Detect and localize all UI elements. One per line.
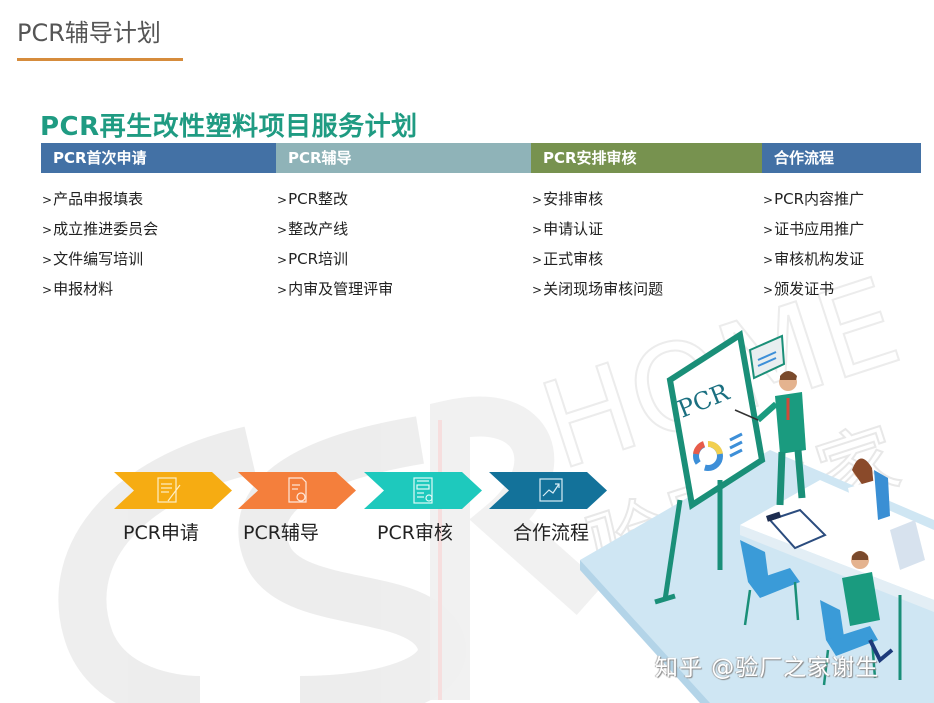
- chevron-right-icon: >: [277, 223, 288, 237]
- title-underline: [17, 58, 183, 61]
- process-step-cooperation: [489, 472, 607, 509]
- column-first-application: >产品申报填表 >成立推进委员会 >文件编写培训 >申报材料: [42, 186, 158, 306]
- chevron-right-icon: >: [763, 283, 774, 297]
- list-item: >申请认证: [532, 220, 604, 238]
- step-label-audit: PCR审核: [377, 522, 453, 544]
- chevron-right-icon: >: [277, 253, 288, 267]
- chevron-right-icon: >: [532, 283, 543, 297]
- page-title: PCR辅导计划: [17, 19, 161, 47]
- step-label-cooperation: 合作流程: [513, 522, 590, 544]
- chevron-right-icon: >: [277, 193, 288, 207]
- column-header-cooperation: 合作流程: [762, 143, 921, 173]
- process-step-coaching: [238, 472, 356, 509]
- list-item: >关闭现场审核问题: [532, 280, 664, 298]
- column-header-audit: PCR安排审核: [531, 143, 762, 173]
- list-item: >PCR内容推广: [763, 190, 865, 208]
- list-item: >产品申报填表: [42, 190, 144, 208]
- chevron-right-icon: >: [763, 223, 774, 237]
- chevron-right-icon: >: [42, 223, 53, 237]
- column-cooperation: >PCR内容推广 >证书应用推广 >审核机构发证 >颁发证书: [763, 186, 864, 306]
- list-item: >审核机构发证: [763, 250, 865, 268]
- step-label-coaching: PCR辅导: [243, 522, 319, 544]
- chevron-right-icon: >: [42, 193, 53, 207]
- seated-man-figure: [842, 551, 880, 626]
- chevron-right-icon: >: [763, 193, 774, 207]
- chevron-right-icon: >: [42, 253, 53, 267]
- list-item: >颁发证书: [763, 280, 835, 298]
- woman-figure: [848, 458, 890, 524]
- pcr-presentation-board: PCR: [654, 330, 766, 605]
- chevron-right-icon: >: [532, 193, 543, 207]
- presenter-figure: [734, 371, 806, 506]
- process-step-audit: [364, 472, 482, 509]
- chevron-right-icon: >: [532, 253, 543, 267]
- chair: [740, 540, 800, 626]
- list-item: >正式审核: [532, 250, 604, 268]
- list-item: >整改产线: [277, 220, 349, 238]
- meeting-illustration: PCR: [580, 330, 934, 703]
- list-item: >PCR培训: [277, 250, 349, 268]
- list-item: >PCR整改: [277, 190, 349, 208]
- list-item: >安排审核: [532, 190, 604, 208]
- main-heading: PCR再生改性塑料项目服务计划: [40, 112, 418, 142]
- author-credit: 知乎 @验厂之家谢生: [655, 655, 880, 681]
- column-header-coaching: PCR辅导: [276, 143, 531, 173]
- chevron-right-icon: >: [763, 253, 774, 267]
- step-label-application: PCR申请: [123, 522, 199, 544]
- list-item: >文件编写培训: [42, 250, 144, 268]
- chair: [820, 600, 878, 686]
- growth-chart-icon: [539, 478, 563, 502]
- list-item: >内审及管理评审: [277, 280, 394, 298]
- column-coaching: >PCR整改 >整改产线 >PCR培训 >内审及管理评审: [277, 186, 393, 306]
- process-step-application: [114, 472, 232, 509]
- certificate-document-icon: [288, 477, 307, 503]
- chevron-right-icon: >: [532, 223, 543, 237]
- list-item: >成立推进委员会: [42, 220, 159, 238]
- document-edit-icon: [157, 477, 181, 503]
- column-header-first-application: PCR首次申请: [41, 143, 276, 173]
- list-item: >申报材料: [42, 280, 114, 298]
- chevron-right-icon: >: [277, 283, 288, 297]
- chevron-right-icon: >: [42, 283, 53, 297]
- list-item: >证书应用推广: [763, 220, 865, 238]
- audit-checklist-icon: [413, 477, 433, 504]
- column-audit: >安排审核 >申请认证 >正式审核 >关闭现场审核问题: [532, 186, 663, 306]
